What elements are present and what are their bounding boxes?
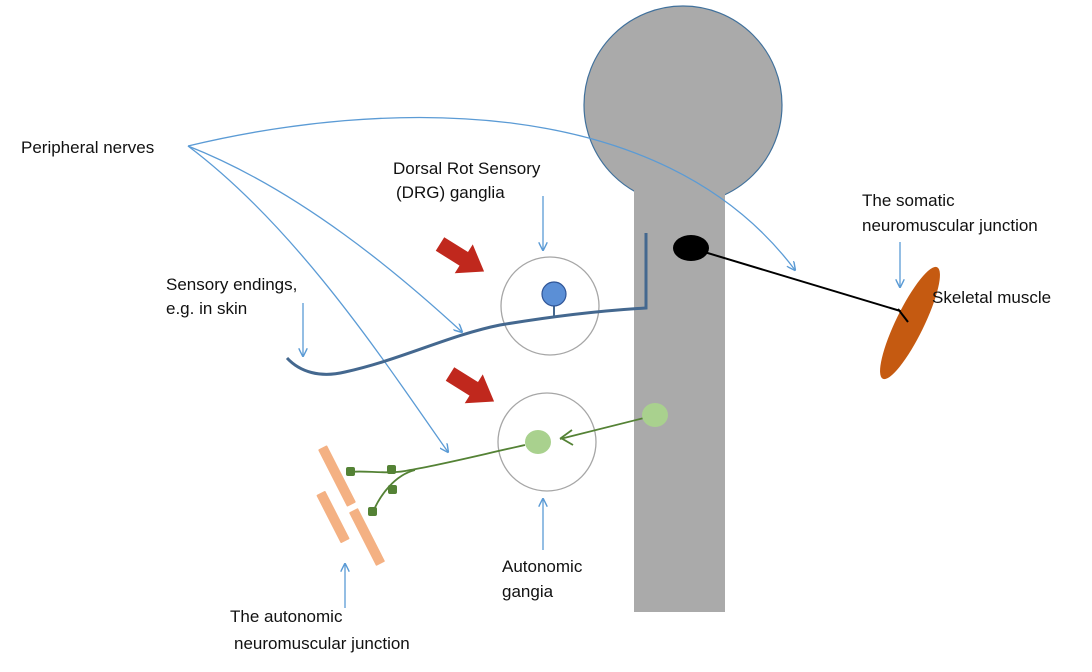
label-skeletal-muscle: Skeletal muscle — [932, 288, 1051, 307]
somatic-motor-neuron — [673, 235, 908, 314]
motor-axon — [690, 247, 908, 314]
varicosities — [346, 465, 397, 516]
autonomic-ganglion-outline — [497, 392, 597, 492]
red-arrow-to-autonomic — [445, 367, 495, 404]
label-autonomic-ganglia-line2: gangia — [502, 582, 554, 601]
nmj-terminal — [897, 308, 909, 323]
labels: Peripheral nerves Dorsal Rot Sensory (DR… — [21, 138, 1051, 653]
postganglionic-fiber — [349, 444, 526, 474]
smooth-muscle — [316, 445, 385, 566]
motor-neuron-soma — [673, 235, 709, 261]
sensory-nerve-fiber — [285, 233, 648, 376]
pointer-to-somatic-nerve — [187, 116, 795, 270]
smooth-muscle-cell — [318, 445, 356, 507]
label-drg-line1: Dorsal Rot Sensory — [393, 159, 541, 178]
smooth-muscle-cell — [316, 491, 350, 543]
pointer-to-autonomic-nerve — [187, 145, 448, 452]
label-sensory-line1: Sensory endings, — [166, 275, 297, 294]
synapse-fork — [559, 429, 574, 446]
red-arrow-to-drg — [435, 237, 485, 274]
varicosity — [388, 485, 397, 494]
smooth-muscle-cell — [349, 508, 385, 566]
skeletal-muscle — [880, 266, 940, 380]
varicosity — [387, 465, 396, 474]
drg-ganglion-outline — [500, 256, 600, 356]
preganglionic-soma — [642, 403, 668, 427]
peripheral-nerve-pointers — [187, 116, 795, 452]
varicosity — [368, 507, 377, 516]
drg-ganglion — [500, 256, 600, 356]
autonomic-fibers — [349, 417, 645, 513]
preganglionic-fiber — [559, 417, 645, 440]
label-somatic-line1: The somatic — [862, 191, 955, 210]
pointer-to-sensory-nerve — [187, 145, 462, 332]
autonomic-ganglion-soma — [525, 430, 551, 454]
label-autonomic-nmj-line1: The autonomic — [230, 607, 343, 626]
label-autonomic-nmj-line2: neuromuscular junction — [234, 634, 410, 653]
emphasis-arrows — [435, 237, 495, 404]
label-peripheral-nerves: Peripheral nerves — [21, 138, 154, 157]
autonomic-ganglion — [497, 392, 597, 492]
label-drg-line2: (DRG) ganglia — [396, 183, 505, 202]
varicosity — [346, 467, 355, 476]
label-somatic-line2: neuromuscular junction — [862, 216, 1038, 235]
label-sensory-line2: e.g. in skin — [166, 299, 247, 318]
drg-soma — [541, 281, 567, 307]
label-autonomic-ganglia-line1: Autonomic — [502, 557, 583, 576]
label-pointers — [303, 196, 900, 608]
